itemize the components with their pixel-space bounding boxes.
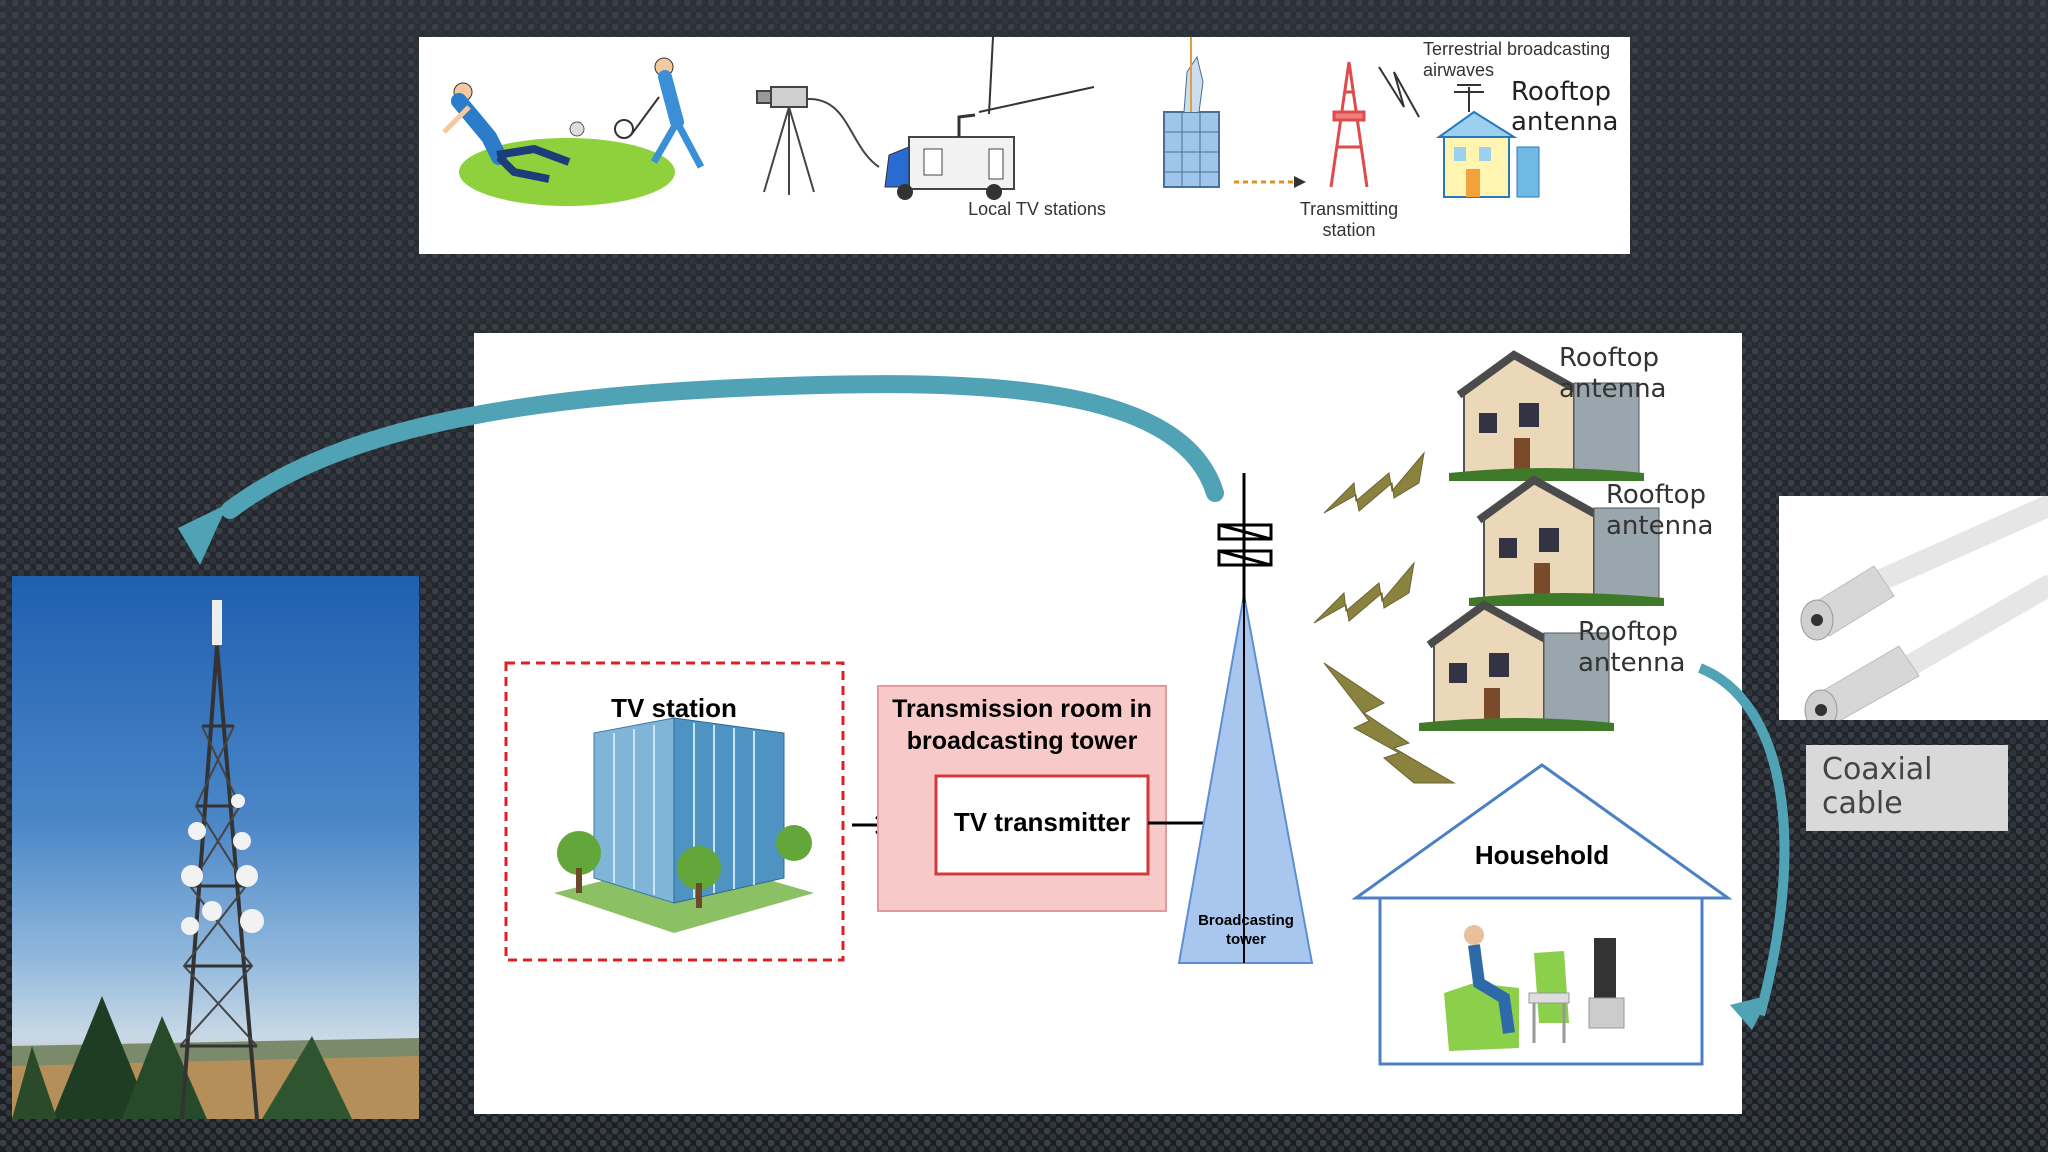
rooftop-antenna-label-3: Rooftop antenna xyxy=(1578,617,1686,678)
camera-tripod-icon xyxy=(756,86,880,195)
household-title: Household xyxy=(1474,840,1610,870)
transmission-room-title: Transmission room in broadcasting tower xyxy=(892,695,1152,755)
tv-station-building-icon xyxy=(554,717,814,933)
broadcast-chain-illustration xyxy=(442,36,1540,206)
signal-lightning-icons xyxy=(1313,451,1456,784)
tower-callout-arrow xyxy=(221,375,1224,519)
broadcasting-tower-label: Broadcasting tower xyxy=(1198,912,1294,948)
coaxial-cable-label: Coaxial cable xyxy=(1806,745,2008,831)
antenna-icon xyxy=(1217,503,1273,603)
rooftop-house-2-icon xyxy=(1469,475,1664,606)
tv-station-title: TV station xyxy=(611,693,737,723)
rooftop-antenna-label-2: Rooftop antenna xyxy=(1606,480,1714,541)
airwaves-label: Terrestrial broadcasting airwaves xyxy=(1423,39,1611,80)
local-tv-station-icon xyxy=(1163,37,1220,188)
lattice-tower-image xyxy=(12,600,419,1119)
transmitting-tower-icon xyxy=(1329,61,1369,188)
broadcast-diagram-panel: TV station Transmission room in broadcas… xyxy=(474,333,1742,1114)
tv-station-box xyxy=(504,661,845,962)
tennis-player-icon xyxy=(614,57,705,169)
airwave-zigzag-icon xyxy=(1378,66,1420,118)
rooftop-house-3-icon xyxy=(1419,600,1614,731)
broadcast-van-icon xyxy=(884,36,1095,200)
broadcast-diagram xyxy=(504,350,1733,1066)
soccer-player-icon xyxy=(442,82,571,183)
coax-callout-arrow xyxy=(1698,663,1790,1017)
rooftop-house-1-icon xyxy=(1449,350,1644,481)
arrow-head-icon xyxy=(178,492,252,565)
arrow-head-icon xyxy=(1294,176,1306,188)
living-room-icon xyxy=(1444,925,1625,1051)
coax-connector-image xyxy=(1800,495,2048,731)
rooftop-house-icon xyxy=(1435,84,1540,198)
arrow-head-icon xyxy=(1730,995,1770,1030)
rooftop-antenna-label-1: Rooftop antenna xyxy=(1559,343,1667,404)
tv-transmitter-box xyxy=(934,774,1150,876)
broadcasting-tower-shape xyxy=(1177,594,1314,964)
ball-icon xyxy=(569,121,585,137)
tv-transmitter-title: TV transmitter xyxy=(953,807,1131,837)
top-strip-illustration: Local TV stations Transmitting station T… xyxy=(419,36,1630,254)
local-tv-stations-label: Local TV stations xyxy=(968,199,1106,219)
top-rooftop-antenna-label: Rooftop antenna xyxy=(1511,77,1619,137)
transmission-tower-photo xyxy=(12,576,419,1119)
coaxial-cable-photo xyxy=(1779,495,2048,731)
transmitting-station-label: Transmitting station xyxy=(1299,199,1399,240)
